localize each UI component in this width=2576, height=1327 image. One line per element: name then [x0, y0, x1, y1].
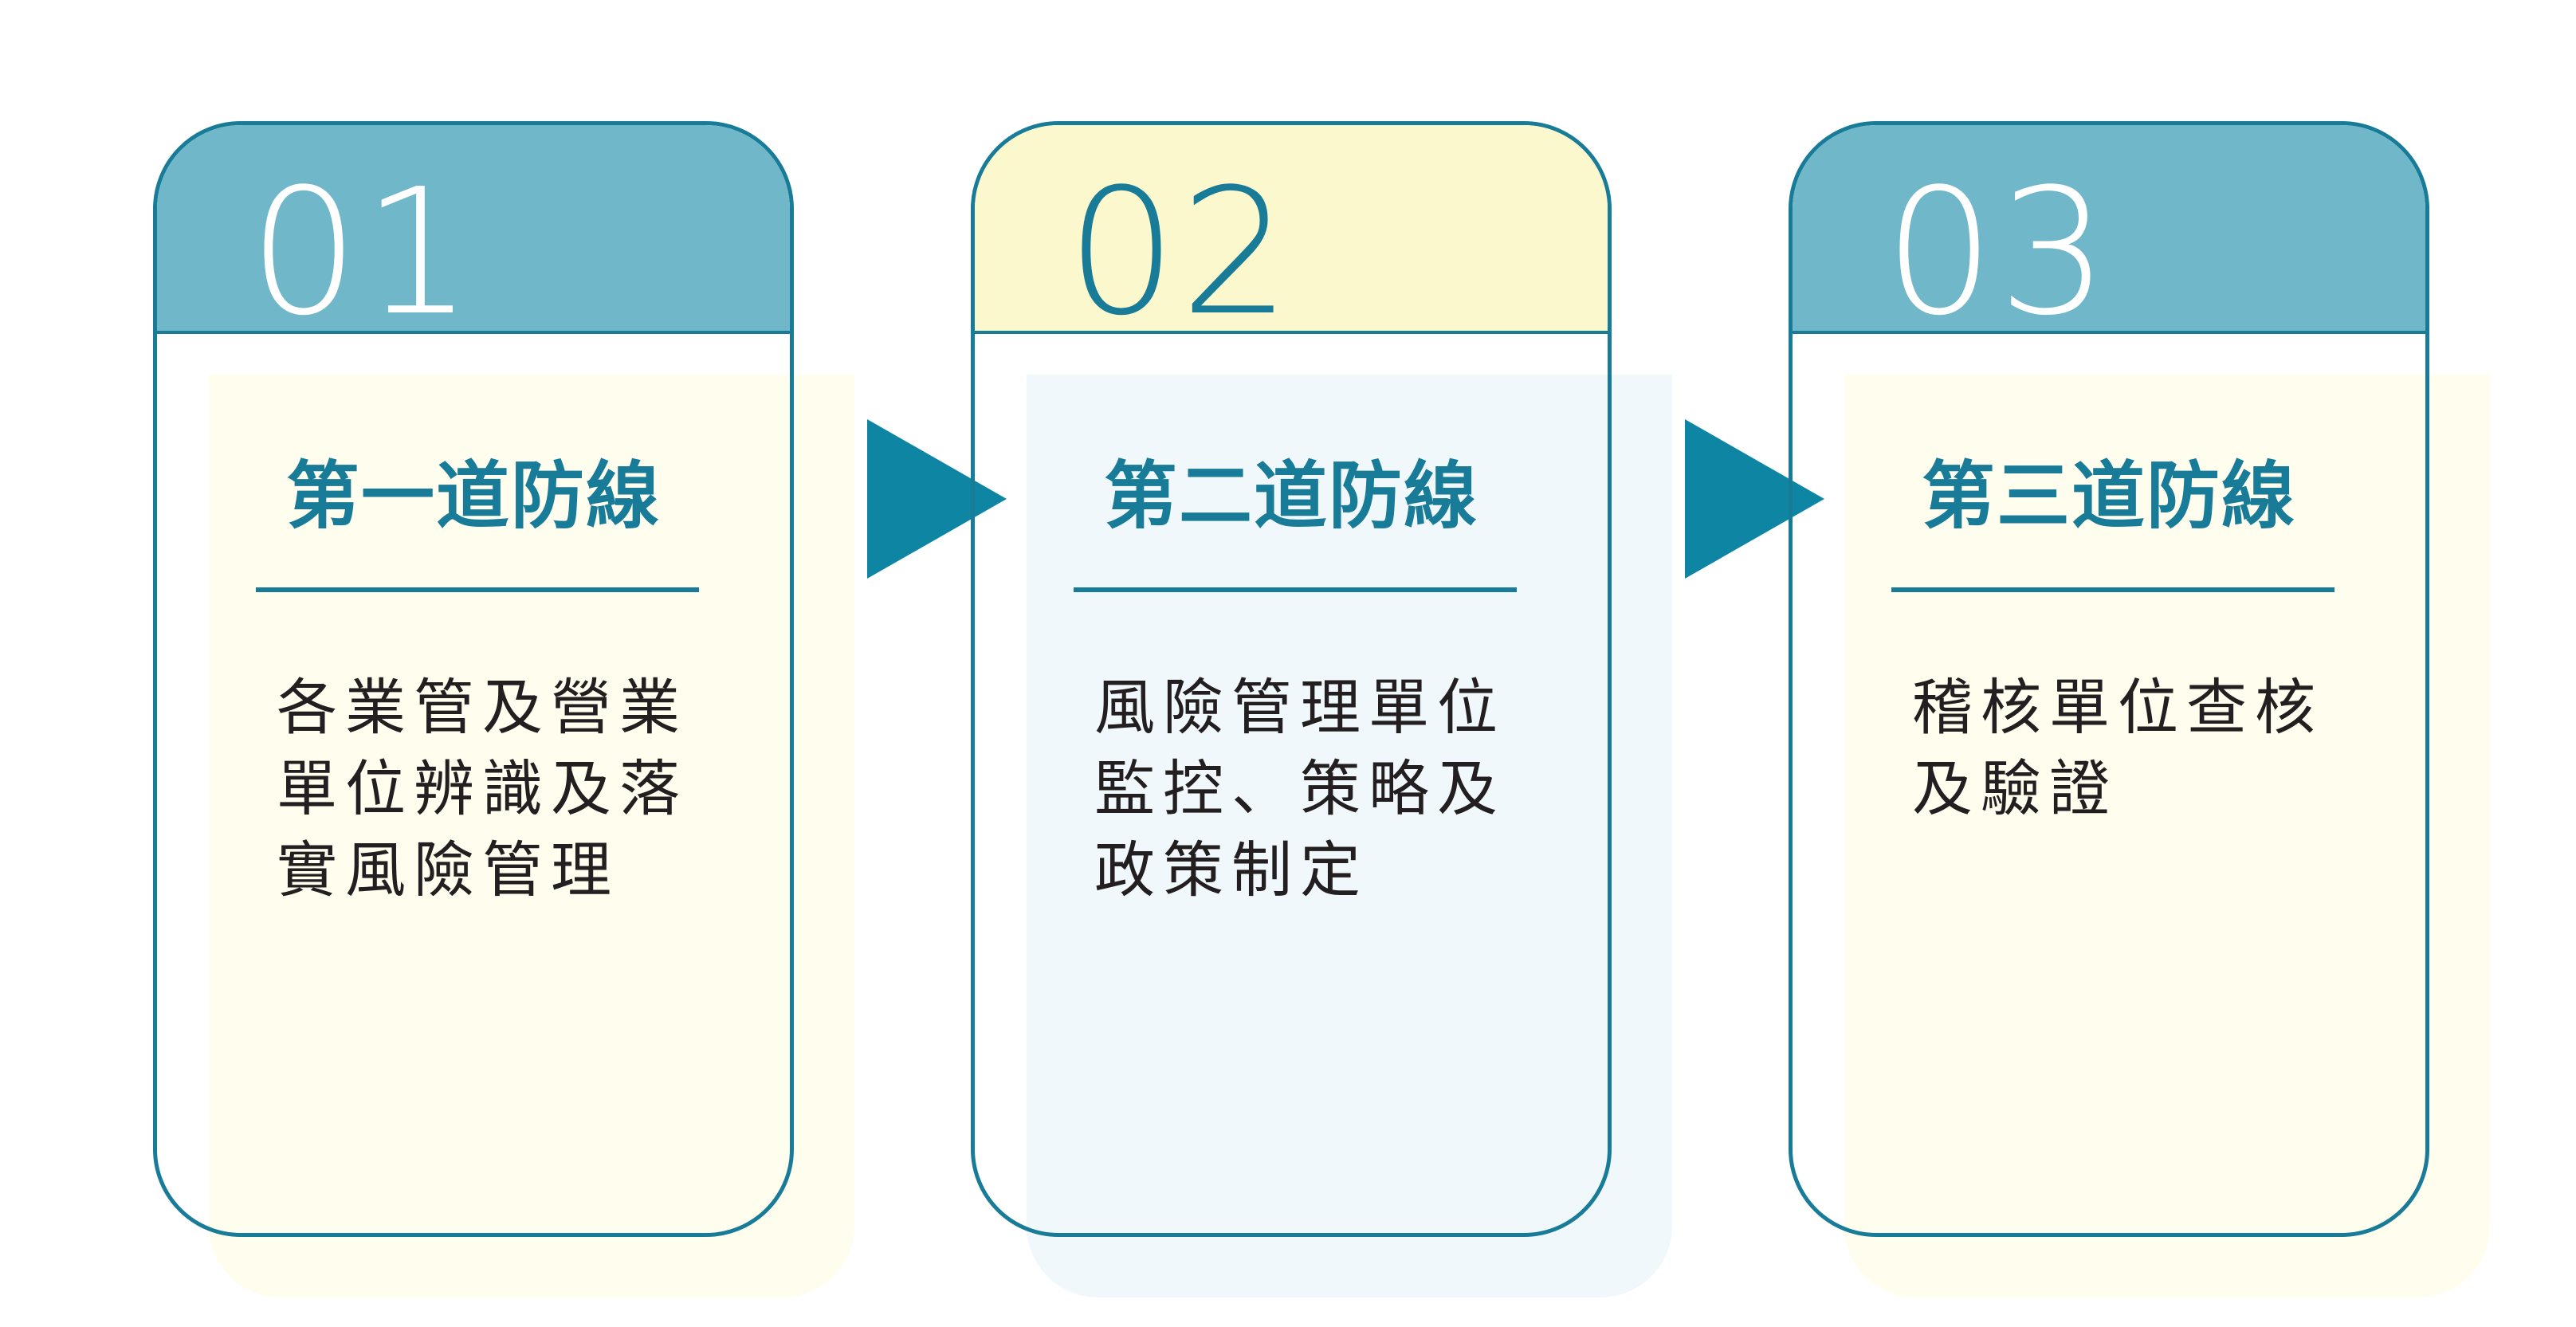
- card-1-divider: [256, 587, 699, 592]
- card-2-title: 第二道防線: [1103, 453, 1478, 539]
- card-2-backdrop: [1027, 375, 1672, 1298]
- card-2-divider: [1074, 587, 1517, 592]
- arrow-1-to-2-icon: [867, 419, 1007, 579]
- card-1-description: 各業管及營業 單位辨識及落 實風險管理: [277, 672, 688, 905]
- arrow-2-to-3-icon: [1685, 419, 1824, 579]
- defense-line-card-3: 03 第三道防線 稽核單位查核 及驗證: [1789, 121, 2490, 1301]
- card-3-description: 稽核單位查核 及驗證: [1912, 672, 2323, 824]
- card-3-divider: [1891, 587, 2334, 592]
- card-2-header: 02: [975, 125, 1608, 340]
- card-2-number: 02: [1066, 152, 1294, 354]
- card-2-description: 風險管理單位 監控、策略及 政策制定: [1094, 672, 1506, 905]
- card-1-header: 01: [157, 125, 790, 340]
- card-3-header: 03: [1793, 125, 2425, 340]
- card-1-frame: 01 第一道防線 各業管及營業 單位辨識及落 實風險管理: [153, 121, 794, 1237]
- defense-line-card-1: 01 第一道防線 各業管及營業 單位辨識及落 實風險管理: [153, 121, 854, 1301]
- card-1-number: 01: [249, 152, 477, 354]
- card-3-backdrop: [1844, 375, 2490, 1298]
- card-3-number: 03: [1884, 152, 2112, 354]
- card-1-title: 第一道防線: [285, 453, 661, 539]
- card-3-title: 第三道防線: [1921, 453, 2296, 539]
- card-2-frame: 02 第二道防線 風險管理單位 監控、策略及 政策制定: [971, 121, 1612, 1237]
- card-1-backdrop: [209, 375, 854, 1298]
- defense-line-card-2: 02 第二道防線 風險管理單位 監控、策略及 政策制定: [971, 121, 1672, 1301]
- card-3-frame: 03 第三道防線 稽核單位查核 及驗證: [1789, 121, 2429, 1237]
